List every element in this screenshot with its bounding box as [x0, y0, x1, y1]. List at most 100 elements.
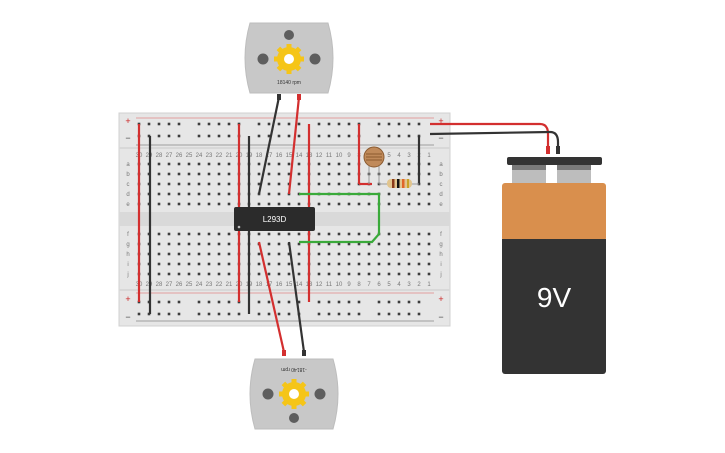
column-number-top: 17	[266, 153, 273, 159]
battery-label: 9V	[537, 282, 572, 313]
motor-bottom-rpm: -18140 rpm	[281, 366, 307, 372]
column-number-top: 23	[206, 153, 213, 159]
resistor[interactable]	[379, 179, 419, 188]
chip-label: L293D	[263, 215, 287, 224]
column-number-top: 3	[407, 153, 411, 159]
rail-plus-bottom-left: +	[125, 294, 130, 304]
row-letter-left: h	[126, 252, 129, 258]
wire-motor-top-black	[257, 96, 281, 195]
column-number-bottom: 4	[397, 282, 401, 288]
wire-motor-bottom-black	[287, 241, 306, 353]
row-letter-left: a	[126, 162, 130, 168]
column-number-bottom: 5	[387, 282, 391, 288]
column-number-top: 26	[176, 153, 183, 159]
column-number-top: 21	[226, 153, 233, 159]
column-number-top: 4	[397, 153, 401, 159]
column-number-bottom: 15	[286, 282, 293, 288]
row-letter-left: b	[126, 172, 130, 178]
rail-plus-top-left: +	[125, 116, 130, 126]
wire-motor-bottom-red	[257, 241, 286, 353]
column-number-bottom: 22	[216, 282, 223, 288]
row-letter-right: j	[439, 272, 441, 278]
motor-top-hole-top	[284, 30, 294, 40]
column-number-bottom: 26	[176, 282, 183, 288]
column-number-top: 12	[316, 153, 323, 159]
column-number-bottom: 7	[367, 282, 371, 288]
motor-top[interactable]: 18140 rpm	[244, 22, 334, 94]
rail-minus-bottom-left: −	[125, 312, 130, 322]
row-letter-right: d	[439, 192, 442, 198]
row-letter-left: j	[126, 272, 128, 278]
column-number-bottom: 24	[196, 282, 203, 288]
column-number-top: 25	[186, 153, 193, 159]
motor-bottom[interactable]: -18140 rpm	[249, 358, 339, 430]
gear-icon	[279, 379, 309, 409]
wire-green	[299, 192, 381, 244]
column-number-bottom: 28	[156, 282, 163, 288]
row-letter-right: h	[439, 252, 442, 258]
column-number-bottom: 3	[407, 282, 411, 288]
row-letter-left: g	[126, 242, 129, 248]
column-number-top: 14	[296, 153, 303, 159]
column-number-top: 22	[216, 153, 223, 159]
row-letter-left: c	[127, 182, 130, 188]
column-number-bottom: 1	[427, 282, 431, 288]
column-number-bottom: 8	[357, 282, 361, 288]
column-number-top: 11	[326, 153, 333, 159]
row-letter-left: f	[127, 232, 129, 238]
rail-plus-top-right: +	[438, 116, 443, 126]
rail-minus-top-left: −	[125, 133, 130, 143]
battery-wires	[429, 122, 560, 154]
rail-minus-top-right: −	[438, 133, 443, 143]
column-number-top: 16	[276, 153, 283, 159]
column-number-top: 9	[347, 153, 351, 159]
gear-icon	[274, 44, 304, 74]
column-number-bottom: 12	[316, 282, 323, 288]
column-number-top: 27	[166, 153, 173, 159]
l293d-chip[interactable]: L293D	[234, 207, 315, 231]
column-number-bottom: 9	[347, 282, 351, 288]
motor-wires	[257, 94, 306, 356]
motor-top-rpm: 18140 rpm	[277, 80, 301, 86]
row-letter-left: e	[126, 202, 130, 208]
column-number-top: 28	[156, 153, 163, 159]
row-letter-right: e	[439, 202, 443, 208]
column-number-bottom: 11	[326, 282, 333, 288]
wire-battery-red	[430, 122, 550, 150]
column-number-bottom: 25	[186, 282, 193, 288]
column-number-top: 15	[286, 153, 293, 159]
motor-bottom-hole-bottom	[289, 413, 299, 423]
row-letter-left: i	[127, 262, 128, 268]
column-number-top: 1	[427, 153, 431, 159]
column-number-top: 5	[387, 153, 391, 159]
column-number-bottom: 27	[166, 282, 173, 288]
row-letter-left: d	[126, 192, 129, 198]
row-letter-right: b	[439, 172, 443, 178]
row-letter-right: f	[440, 232, 442, 238]
column-number-bottom: 2	[417, 282, 421, 288]
rail-minus-bottom-right: −	[438, 312, 443, 322]
rail-plus-bottom-right: +	[438, 294, 443, 304]
row-letter-right: i	[440, 262, 441, 268]
battery-9v[interactable]: 9V	[502, 157, 606, 374]
row-letter-right: c	[440, 182, 443, 188]
column-number-top: 24	[196, 153, 203, 159]
photoresistor[interactable]	[363, 146, 385, 184]
motor-bottom-hole-left	[262, 388, 274, 400]
column-number-bottom: 23	[206, 282, 213, 288]
column-number-bottom: 21	[226, 282, 233, 288]
wire-motor-top-red	[287, 96, 301, 195]
column-number-bottom: 10	[336, 282, 343, 288]
column-number-bottom: 14	[296, 282, 303, 288]
motor-top-hole-right	[309, 53, 321, 65]
column-number-bottom: 16	[276, 282, 283, 288]
motor-bottom-hole-right	[314, 388, 326, 400]
wire-battery-black	[429, 130, 560, 150]
row-letter-right: g	[439, 242, 442, 248]
column-number-top: 18	[256, 153, 263, 159]
column-number-bottom: 18	[256, 282, 263, 288]
motor-top-hole-left	[257, 53, 269, 65]
row-letter-right: a	[439, 162, 443, 168]
